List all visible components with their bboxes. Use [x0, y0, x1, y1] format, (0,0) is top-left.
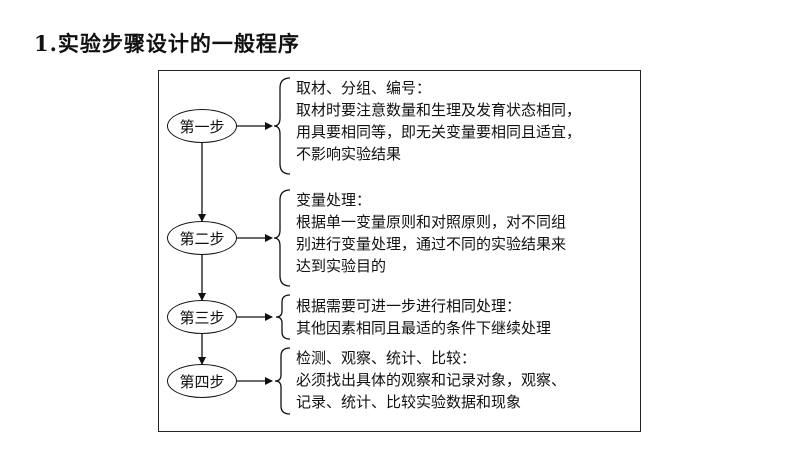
step-3-line: 根据需要可进一步进行相同处理：	[296, 297, 522, 315]
brace-step4	[274, 347, 291, 415]
brace-step1	[273, 77, 291, 175]
step-2-line: 根据单一变量原则和对照原则，对不同组	[296, 213, 567, 231]
step-1-line: 取材时要注意数量和生理及发育状态相同，	[296, 101, 582, 119]
step-3-details: 根据需要可进一步进行相同处理： 其他因素相同且最适的条件下继续处理	[296, 295, 551, 339]
page-title: 1.实验步骤设计的一般程序	[34, 31, 300, 56]
brace-step3	[275, 294, 291, 340]
step-4-line: 记录、统计、比较实验数据和现象	[296, 393, 522, 411]
step-4-line: 必须找出具体的观察和记录对象，观察、	[296, 371, 567, 389]
step-2-details: 变量处理： 根据单一变量原则和对照原则，对不同组 别进行变量处理，通过不同的实验…	[296, 189, 566, 277]
step-4-line: 检测、观察、统计、比较：	[296, 349, 477, 367]
step-4-node: 第四步	[167, 364, 237, 398]
step-3-node: 第三步	[167, 300, 237, 334]
step-2-line: 别进行变量处理，通过不同的实验结果来	[296, 235, 567, 253]
step-1-node: 第一步	[167, 109, 237, 143]
flowchart-frame	[158, 70, 641, 432]
step-1-details: 取材、分组、编号： 取材时要注意数量和生理及发育状态相同， 用具要相同等，即无关…	[296, 77, 581, 165]
step-1-line: 不影响实验结果	[296, 145, 402, 163]
step-4-details: 检测、观察、统计、比较： 必须找出具体的观察和记录对象，观察、 记录、统计、比较…	[296, 347, 566, 413]
step-2-node: 第二步	[167, 221, 237, 255]
brace-step2	[273, 189, 291, 287]
step-2-line: 达到实验目的	[296, 257, 387, 275]
step-1-line: 取材、分组、编号：	[296, 79, 432, 97]
step-2-line: 变量处理：	[296, 191, 372, 209]
step-3-line: 其他因素相同且最适的条件下继续处理	[296, 319, 552, 337]
step-1-line: 用具要相同等，即无关变量要相同且适宜，	[296, 123, 582, 141]
